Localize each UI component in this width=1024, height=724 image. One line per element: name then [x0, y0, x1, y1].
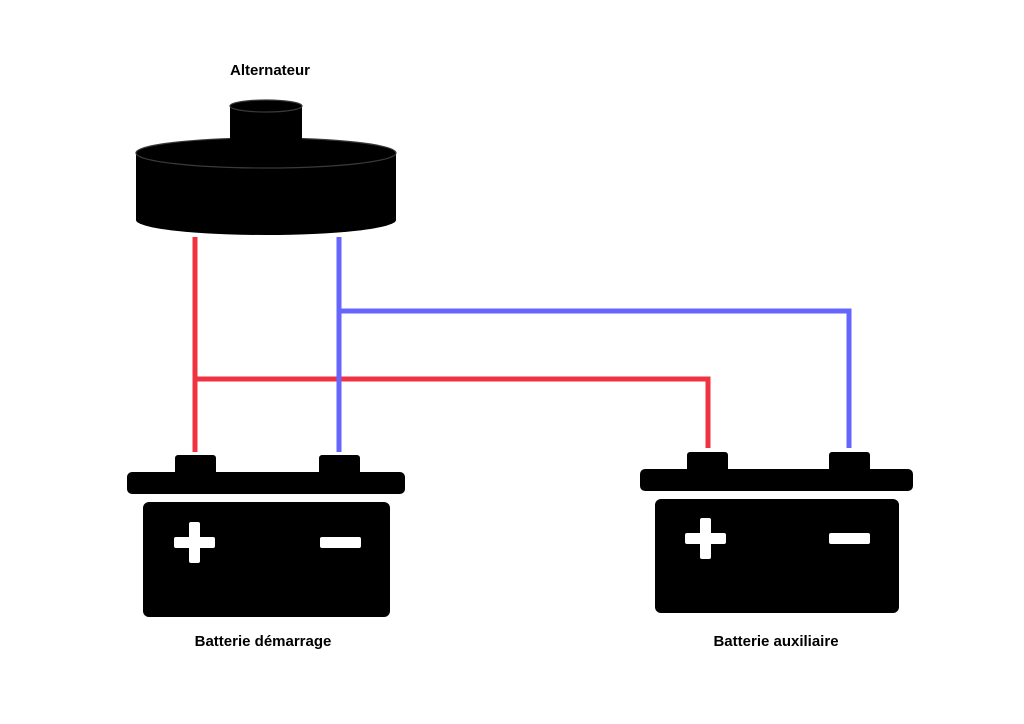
auxiliary-battery-label: Batterie auxiliaire: [713, 633, 839, 650]
auxiliary-battery-icon: [640, 452, 913, 613]
minus-icon: [829, 533, 870, 544]
positive-wire-to-auxiliary: [195, 376, 711, 448]
battery-case: [143, 502, 390, 617]
negative-wire-to-auxiliary: [339, 308, 852, 448]
battery-terminal-positive: [175, 455, 216, 477]
alternator-body: [136, 153, 396, 235]
starter-battery-icon: [127, 455, 405, 617]
alternator-hub: [230, 106, 302, 148]
plus-icon: [174, 522, 215, 563]
battery-lid: [640, 469, 913, 491]
alternator-icon: [135, 99, 397, 235]
battery-terminal-negative: [319, 455, 360, 477]
alternator-label: Alternateur: [229, 62, 311, 79]
starter-battery-label: Batterie démarrage: [194, 633, 332, 650]
plus-icon: [685, 518, 726, 559]
battery-case: [655, 499, 899, 613]
battery-terminal-negative: [829, 452, 870, 474]
alternator-hub-top: [229, 99, 303, 113]
minus-icon: [320, 537, 361, 548]
battery-terminal-positive: [687, 452, 728, 474]
negative-wiring: [336, 237, 852, 452]
positive-wiring: [192, 237, 711, 452]
battery-lid: [127, 472, 405, 494]
